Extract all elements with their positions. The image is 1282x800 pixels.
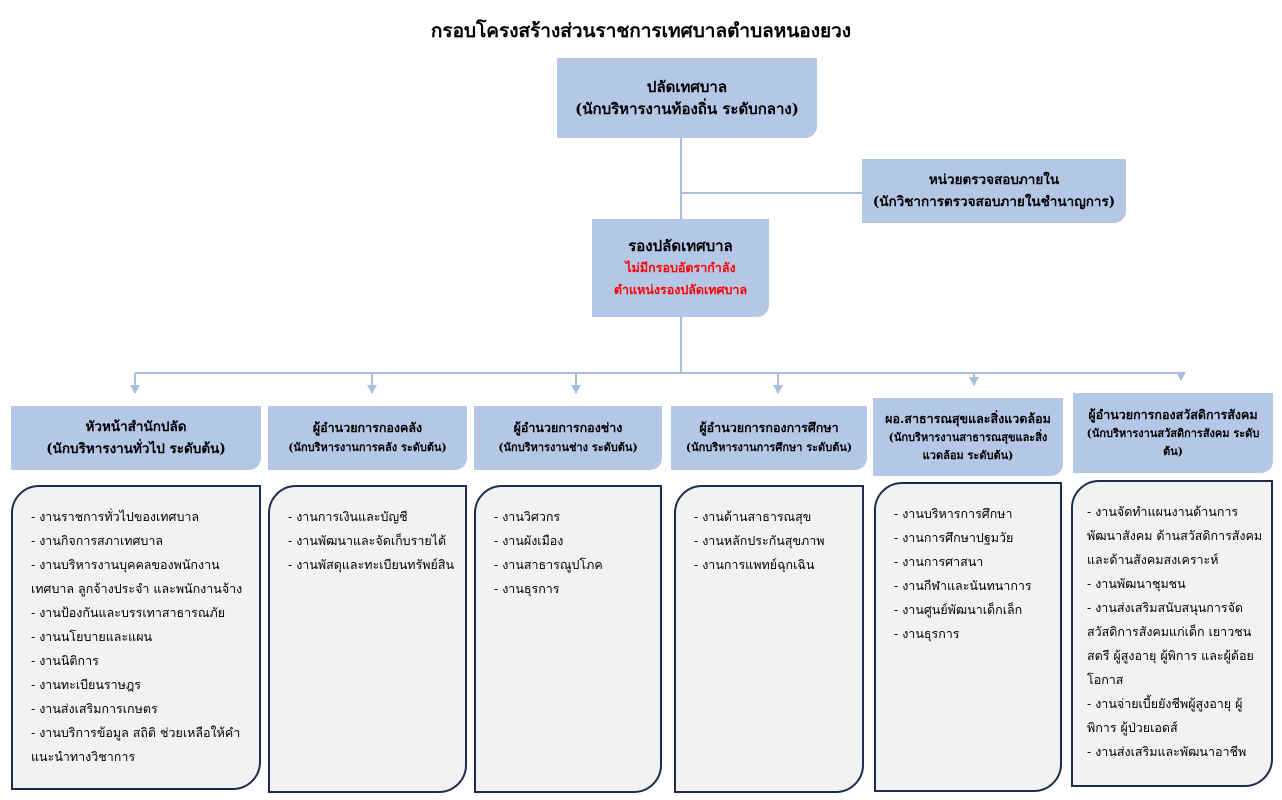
duty-list: - งานบริหารการศึกษา - งานการศึกษาปฐมวัย - … [894,502,1050,646]
department-head-level: (นักบริหารงานทั่วไป ระดับต้น) [46,441,226,457]
duty-item: - งานการแพทย์ฉุกเฉิน [694,557,815,572]
department-head-box-1: หัวหน้าสำนักปลัด (นักบริหารงานทั่วไป ระด… [11,406,261,470]
duty-item: - งานนโยบายและแผน [31,629,153,644]
duty-item: - งานด้านสาธารณสุข [694,509,812,524]
duty-item: - งานธุรการ [494,581,560,596]
duty-item: - งานราชการทั่วไปของเทศบาล [31,509,200,524]
duty-list-box-5: - งานบริหารการศึกษา - งานการศึกษาปฐมวัย - … [874,482,1062,792]
duty-list-box-6: - งานจัดทำแผนงานด้านการพัฒนาสังคม ด้านสว… [1071,480,1273,787]
duty-item: - งานกีฬาและนันทนาการ [894,578,1032,593]
deputy-administrator-title: รองปลัดเทศบาล [628,237,733,255]
deputy-note-line-2: ตำแหน่งรองปลัดเทศบาล [613,282,748,297]
duty-list: - งานวิศวกร - งานผังเมือง - งานสาธารณูปโภค… [494,505,650,601]
department-head-title: หัวหน้าสำนักปลัด [85,419,187,435]
department-head-title: ผู้อำนวยการกองสวัสดิการสังคม [1088,407,1258,422]
duty-item: - งานสาธารณูปโภค [494,557,603,572]
duty-item: - งานการเงินและบัญชี [288,509,408,524]
department-head-box-2: ผู้อำนวยการกองคลัง (นักบริหารงานการคลัง … [268,406,467,470]
duty-item: - งานส่งเสริมและพัฒนาอาชีพ [1087,744,1247,759]
department-head-level: (นักบริหารงานสวัสดิการสังคม ระดับต้น) [1086,427,1260,458]
internal-audit-box: หน่วยตรวจสอบภายใน (นักวิชาการตรวจสอบภายใ… [862,159,1126,223]
department-head-box-3: ผู้อำนวยการกองช่าง (นักบริหารงานช่าง ระด… [474,406,662,470]
duty-item: - งานส่งเสริมสนับสนุนการจัดสวัสดิการสังค… [1087,600,1254,687]
chart-title: กรอบโครงสร้างส่วนราชการเทศบาลตำบลหนองยวง [430,20,852,42]
duty-item: - งานส่งเสริมการเกษตร [31,701,158,716]
duty-list-box-2: - งานการเงินและบัญชี - งานพัฒนาและจัดเก็บ… [268,485,467,793]
duty-item: - งานจัดทำแผนงานด้านการพัฒนาสังคม ด้านสว… [1087,504,1263,567]
duty-item: - งานทะเบียนราษฎร [31,677,141,692]
duty-list: - งานการเงินและบัญชี - งานพัฒนาและจัดเก็บ… [288,505,455,577]
duty-item: - งานกิจการสภาเทศบาล [31,533,164,548]
internal-audit-title: หน่วยตรวจสอบภายใน [928,172,1060,188]
department-head-level: (นักบริหารงานการคลัง ระดับต้น) [288,441,447,454]
duty-list: - งานราชการทั่วไปของเทศบาล - งานกิจการสภา… [31,505,249,769]
chief-administrator-level: (นักบริหารงานท้องถิ่น ระดับกลาง) [575,100,799,118]
department-head-title: ผู้อำนวยการกองช่าง [513,420,623,435]
duty-list-box-1: - งานราชการทั่วไปของเทศบาล - งานกิจการสภา… [11,485,261,790]
duty-item: - งานหลักประกันสุขภาพ [694,533,825,548]
department-head-level: (นักบริหารงานสาธารณสุขและสิ่งแวดล้อม ระด… [888,431,1048,462]
internal-audit-level: (นักวิชาการตรวจสอบภายในชำนาญการ) [872,194,1116,210]
chief-administrator-title: ปลัดเทศบาล [646,78,728,96]
duty-item: - งานบริหารการศึกษา [894,506,1013,521]
department-head-level: (นักบริหารงานช่าง ระดับต้น) [498,441,638,454]
duty-list-box-4: - งานด้านสาธารณสุข - งานหลักประกันสุขภาพ -… [674,485,864,793]
department-head-title: ผอ.สาธารณสุขและสิ่งแวดล้อม [885,411,1051,426]
department-head-box-6: ผู้อำนวยการกองสวัสดิการสังคม (นักบริหารง… [1073,393,1273,473]
department-head-title: ผู้อำนวยการกองการศึกษา [699,420,839,435]
duty-item: - งานพัสดุและทะเบียนทรัพย์สิน [288,557,455,572]
duty-item: - งานผังเมือง [494,533,564,548]
duty-item: - งานพัฒนาและจัดเก็บรายได้ [288,533,447,548]
duty-item: - งานบริหารงานบุคคลของพนักงานเทศบาล ลูกจ… [31,557,243,596]
duty-list: - งานจัดทำแผนงานด้านการพัฒนาสังคม ด้านสว… [1087,500,1263,764]
department-head-box-5: ผอ.สาธารณสุขและสิ่งแวดล้อม (นักบริหารงาน… [873,398,1063,476]
duty-item: - งานป้องกันและบรรเทาสาธารณภัย [31,605,226,620]
duty-item: - งานการศาสนา [894,554,984,569]
duty-item: - งานบริการข้อมูล สถิติ ช่วยเหลือให้คำแน… [31,725,241,764]
duty-item: - งานจ่ายเบี้ยยังชีพผู้สูงอายุ ผู้พิการ … [1087,696,1243,735]
department-head-box-4: ผู้อำนวยการกองการศึกษา (นักบริหารงานการศ… [671,406,867,470]
duty-list-box-3: - งานวิศวกร - งานผังเมือง - งานสาธารณูปโภค… [474,485,662,793]
deputy-administrator-box: รองปลัดเทศบาล ไม่มีกรอบอัตรากำลัง ตำแหน่… [592,219,769,317]
duty-item: - งานธุรการ [894,626,960,641]
deputy-note-line-1: ไม่มีกรอบอัตรากำลัง [625,260,736,275]
department-head-title: ผู้อำนวยการกองคลัง [312,420,423,435]
duty-list: - งานด้านสาธารณสุข - งานหลักประกันสุขภาพ -… [694,505,852,577]
duty-item: - งานนิติการ [31,653,99,668]
duty-item: - งานพัฒนาชุมชน [1087,576,1186,591]
duty-item: - งานวิศวกร [494,509,561,524]
department-head-level: (นักบริหารงานการศึกษา ระดับต้น) [685,441,853,454]
duty-item: - งานศูนย์พัฒนาเด็กเล็ก [894,602,1023,617]
chief-administrator-box: ปลัดเทศบาล (นักบริหารงานท้องถิ่น ระดับกล… [557,58,817,138]
duty-item: - งานการศึกษาปฐมวัย [894,530,1014,545]
